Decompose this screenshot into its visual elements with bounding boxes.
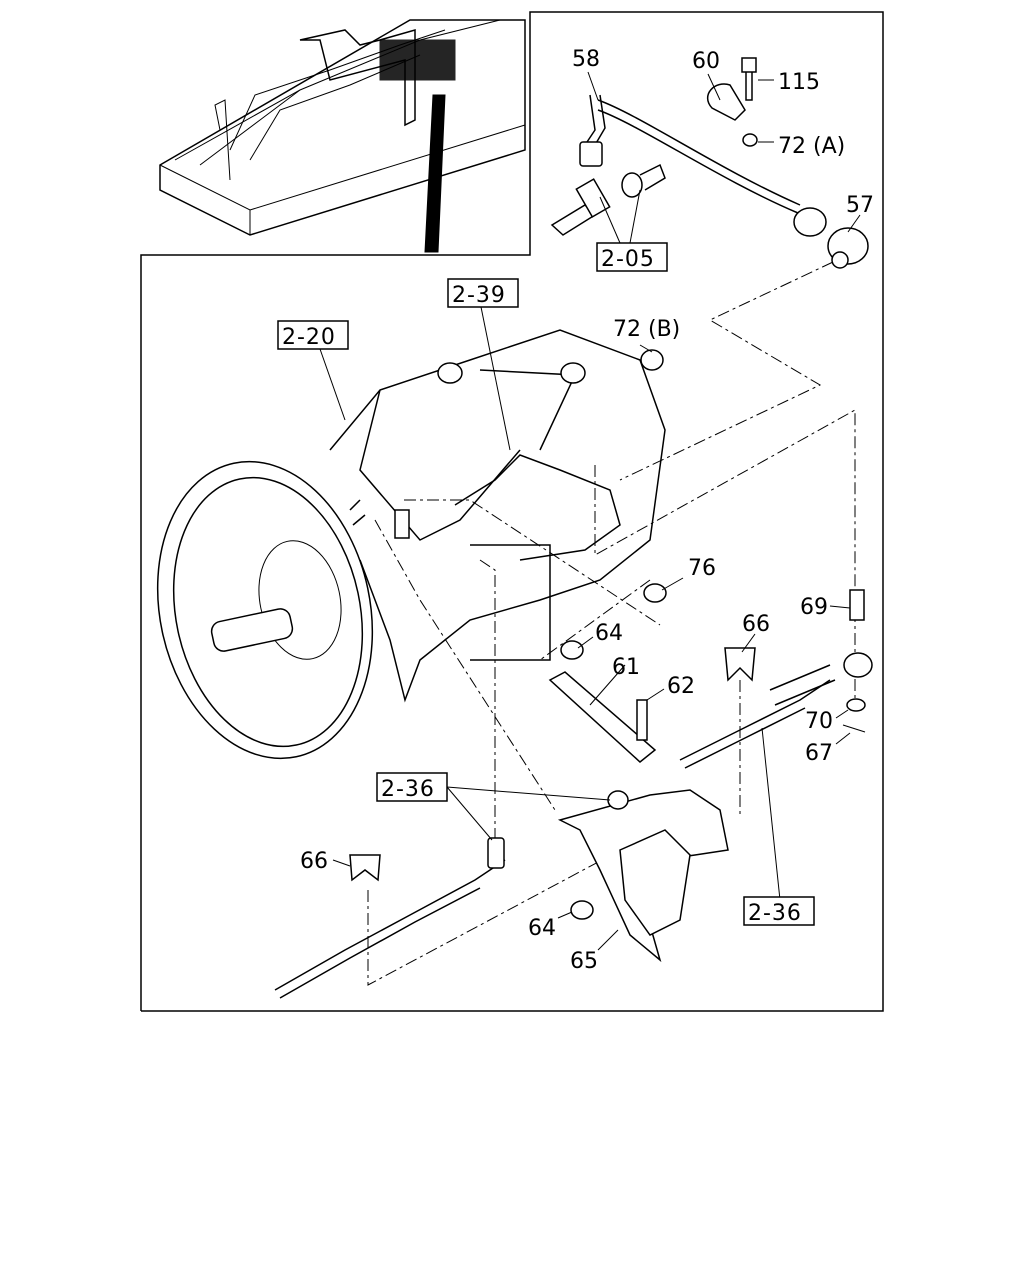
leader-lines — [319, 71, 861, 951]
reference-box-2-36-right: 2-36 — [743, 896, 815, 926]
callout-labels: 58 60 115 72 (A) 57 72 (B) 76 69 66 64 6… — [300, 47, 874, 974]
callout-72b: 72 (B) — [613, 317, 680, 342]
callout-62: 62 — [667, 674, 695, 699]
callout-72a: 72 (A) — [778, 134, 845, 159]
callout-58: 58 — [572, 47, 600, 72]
callout-67: 67 — [805, 741, 833, 766]
routing-lines — [367, 261, 856, 986]
reference-box-2-05: 2-05 — [596, 242, 668, 272]
callout-66-right: 66 — [742, 612, 770, 637]
svg-text:2-20: 2-20 — [282, 325, 336, 350]
callout-70: 70 — [805, 709, 833, 734]
callout-66-left: 66 — [300, 849, 328, 874]
callout-76: 76 — [688, 556, 716, 581]
reference-box-2-39: 2-39 — [447, 278, 519, 308]
callout-60: 60 — [692, 49, 720, 74]
callout-65: 65 — [570, 949, 598, 974]
callout-64-lower: 64 — [528, 916, 556, 941]
shift-cables — [274, 652, 873, 999]
callout-57: 57 — [846, 193, 874, 218]
reference-box-2-20: 2-20 — [277, 320, 349, 350]
pipe-assembly — [550, 57, 869, 269]
svg-text:2-39: 2-39 — [452, 283, 506, 308]
vehicle-location-inset — [159, 19, 526, 253]
svg-text:2-05: 2-05 — [601, 247, 655, 272]
svg-text:2-36: 2-36 — [748, 901, 802, 926]
detail-frame — [140, 11, 884, 1012]
callout-115: 115 — [778, 70, 820, 95]
callout-61: 61 — [612, 655, 640, 680]
bracket-assembly — [349, 349, 866, 963]
svg-text:2-36: 2-36 — [381, 777, 435, 802]
transmission-assembly — [156, 329, 666, 760]
callout-69: 69 — [800, 595, 828, 620]
reference-box-2-36-left: 2-36 — [376, 772, 448, 802]
callout-64-upper: 64 — [595, 621, 623, 646]
